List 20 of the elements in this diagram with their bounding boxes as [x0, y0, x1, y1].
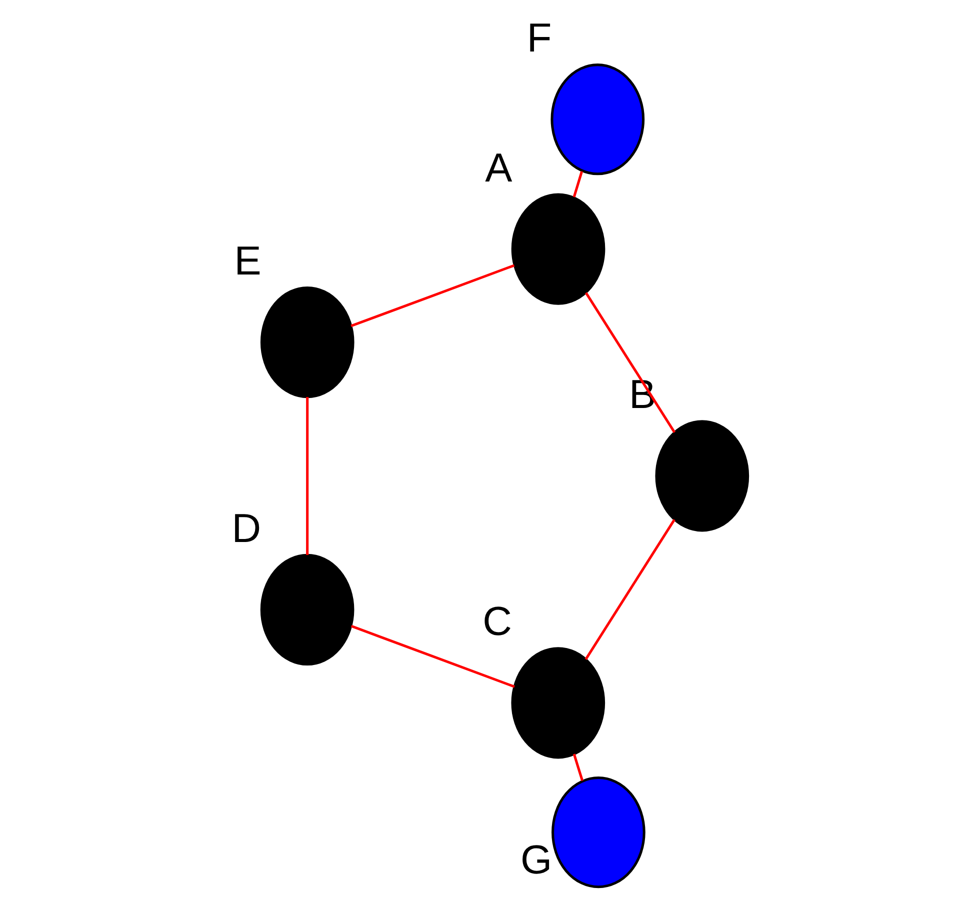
node-ellipse: [260, 553, 354, 666]
node-ellipse: [260, 286, 354, 398]
node-label: F: [526, 14, 552, 60]
connector: [306, 396, 308, 554]
node-ellipse: [550, 63, 644, 175]
node-label: C: [482, 598, 512, 644]
node-ellipse: [510, 192, 605, 304]
connector: [350, 624, 514, 688]
node-ellipse: [551, 776, 645, 888]
connector: [584, 292, 676, 433]
node-ellipse: [510, 646, 605, 758]
node-label: G: [520, 836, 552, 882]
node-label: D: [231, 504, 261, 551]
connector: [572, 170, 583, 197]
node-label: E: [234, 237, 261, 284]
connector: [350, 264, 514, 327]
node-ellipse: [654, 420, 749, 532]
connector: [584, 518, 675, 660]
node-label: A: [484, 144, 512, 190]
connector: [572, 753, 584, 781]
